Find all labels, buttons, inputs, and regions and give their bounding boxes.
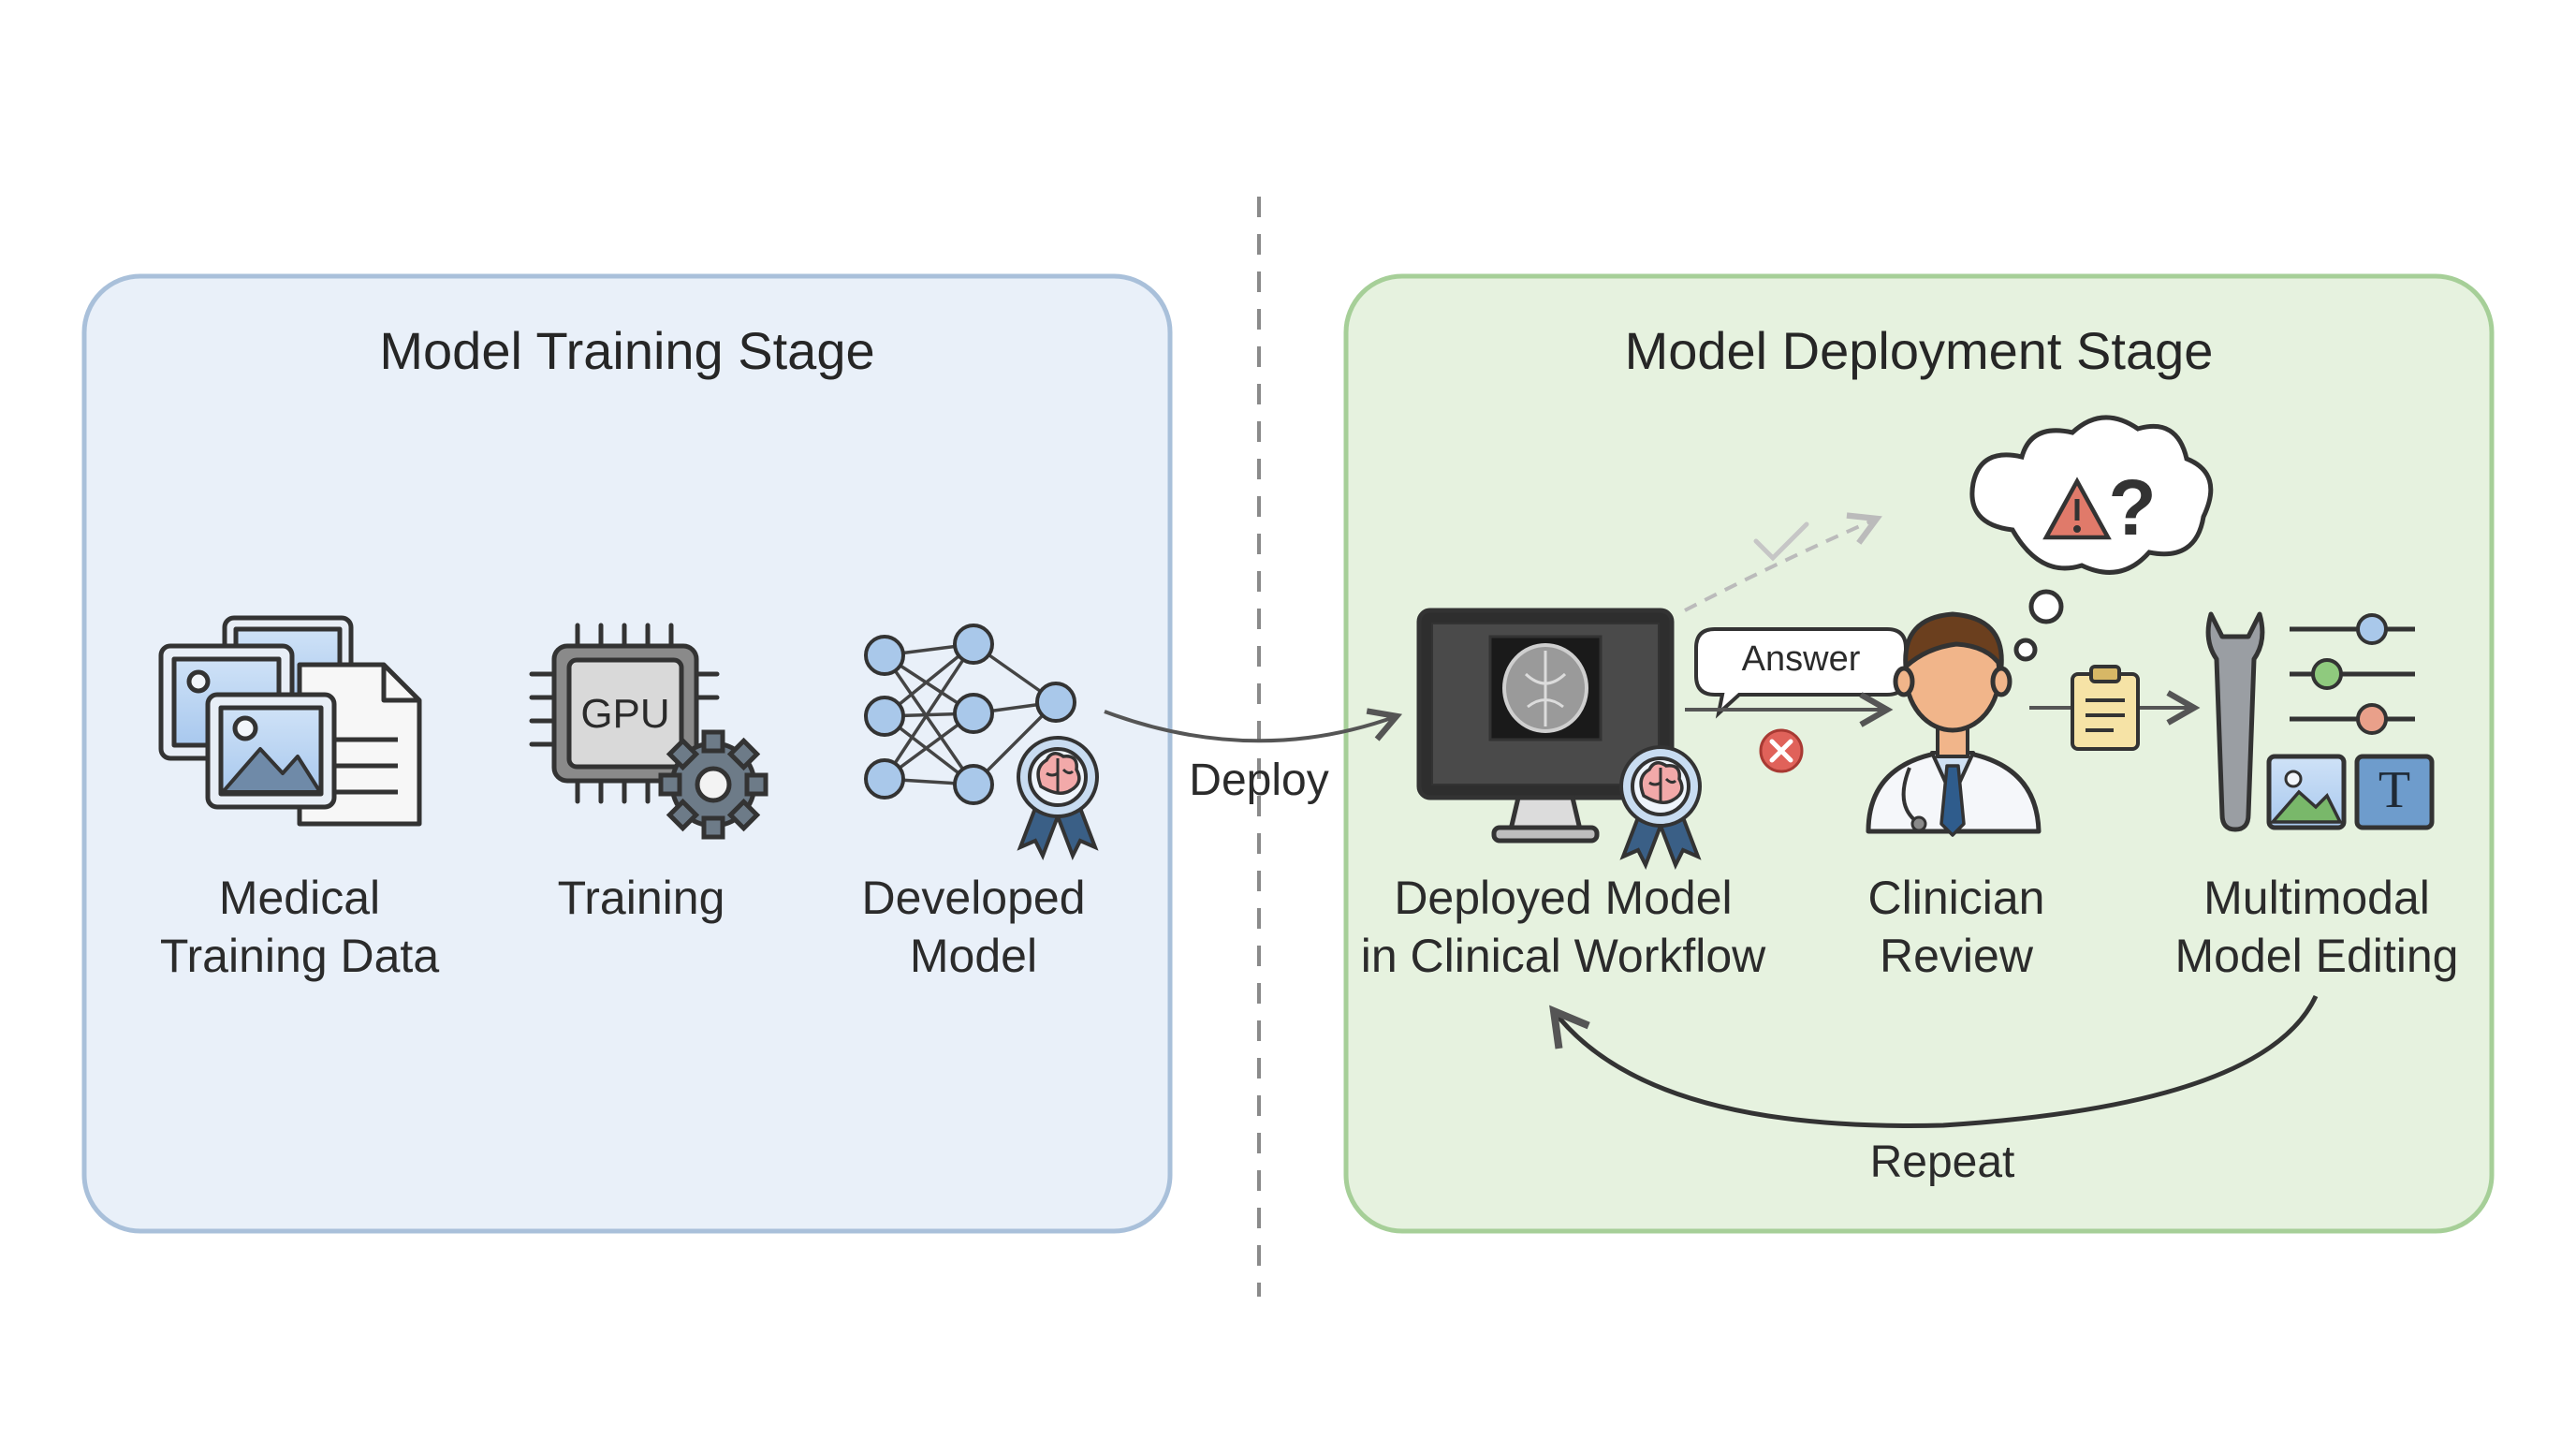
deployment-stage-title: Model Deployment Stage — [1624, 321, 2214, 380]
label-training: Training — [557, 872, 725, 924]
thought-warning-question-icon — [1969, 415, 2214, 662]
dashed-check-arrow — [1684, 512, 1882, 612]
clipboard-icon — [2071, 665, 2140, 751]
image-icon — [2266, 754, 2347, 830]
brain-award-icon — [1017, 736, 1099, 860]
gpu-gear-icon — [529, 623, 768, 840]
label-developed-model: Developed Model — [861, 872, 1086, 982]
gpu-chip-text: GPU — [580, 691, 670, 737]
deploy-arrow — [1104, 708, 1403, 743]
brain-award-icon — [1619, 745, 1702, 870]
answer-bubble-text: Answer — [1741, 639, 1861, 679]
question-mark-icon: ? — [2108, 463, 2157, 551]
repeat-arrow — [1549, 994, 2319, 1128]
doctor-icon — [1866, 611, 2042, 837]
monitor-brain-scan-icon — [1416, 608, 1675, 844]
neural-network-icon — [864, 624, 1076, 805]
error-x-icon — [1759, 728, 1804, 773]
sliders-icon — [2290, 613, 2415, 735]
text-icon — [2354, 754, 2435, 830]
label-multimodal-editing: Multimodal Model Editing — [2174, 872, 2459, 982]
deploy-label: Deploy — [1189, 756, 1329, 805]
label-clinician-review: Clinician Review — [1867, 872, 2045, 982]
answer-bubble — [1694, 627, 1908, 719]
training-stage-title: Model Training Stage — [379, 321, 875, 380]
wrench-icon — [2205, 611, 2265, 832]
label-deployed-model: Deployed Model in Clinical Workflow — [1360, 872, 1766, 982]
text-tile-letter: T — [2378, 761, 2411, 819]
check-icon — [1753, 521, 1809, 562]
repeat-label: Repeat — [1869, 1137, 2015, 1187]
label-medical-training-data: Medical Training Data — [159, 872, 440, 982]
image-stack-icon — [158, 615, 422, 827]
